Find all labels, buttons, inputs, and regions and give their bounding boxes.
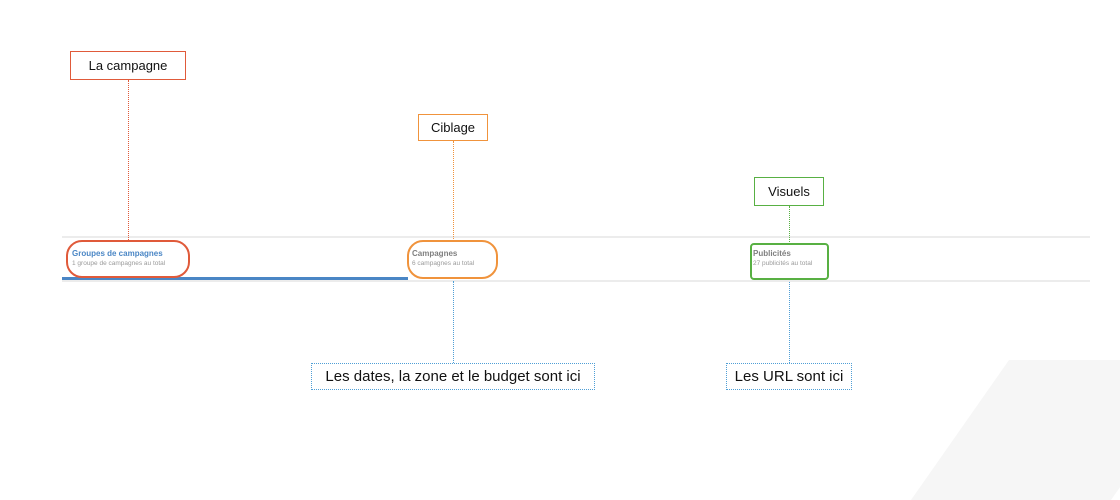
connector-visuals — [789, 206, 790, 244]
tab-subtitle: 1 groupe de campagnes au total — [72, 260, 166, 267]
connector-campaign — [128, 80, 129, 240]
background-corner-shape — [910, 360, 1120, 500]
active-tab-indicator — [62, 277, 408, 280]
tab-subtitle: 27 publicités au total — [753, 260, 813, 267]
highlight-ads — [750, 243, 829, 280]
connector-urls — [789, 282, 790, 363]
tab-groupes-de-campagnes[interactable]: Groupes de campagnes 1 groupe de campagn… — [72, 248, 165, 269]
annotation-campaign: La campagne — [70, 51, 186, 80]
tab-campagnes[interactable]: Campagnes 6 campagnes au total — [412, 248, 474, 269]
tabs-bar: Groupes de campagnes 1 groupe de campagn… — [62, 236, 1090, 282]
connector-targeting — [453, 141, 454, 241]
tab-subtitle: 6 campagnes au total — [412, 260, 475, 267]
annotation-dates-zone-budget: Les dates, la zone et le budget sont ici — [311, 363, 595, 390]
connector-dates-zone-budget — [453, 281, 454, 363]
tab-title: Groupes de campagnes — [72, 249, 163, 258]
highlight-campaigns — [407, 240, 498, 279]
annotation-targeting: Ciblage — [418, 114, 488, 141]
tab-publicites[interactable]: Publicités 27 publicités au total — [753, 248, 812, 269]
annotation-urls: Les URL sont ici — [726, 363, 852, 390]
tab-title: Publicités — [753, 249, 791, 258]
annotation-visuals: Visuels — [754, 177, 824, 206]
highlight-campaign-groups — [66, 240, 190, 278]
tab-title: Campagnes — [412, 249, 458, 258]
